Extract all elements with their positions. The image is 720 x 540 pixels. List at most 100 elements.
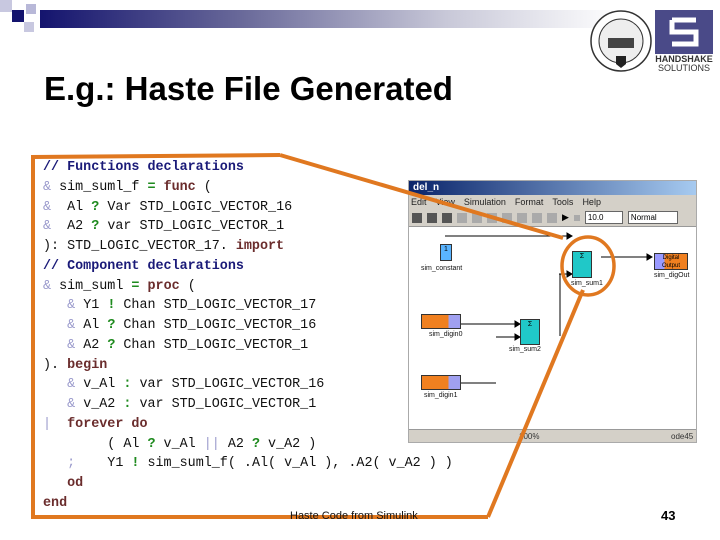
code-line: & v_A2 : var STD_LOGIC_VECTOR_1 bbox=[43, 395, 453, 415]
code-token: v_A2 bbox=[75, 397, 124, 412]
code-token: ? bbox=[147, 436, 156, 452]
svg-text:SOLUTIONS: SOLUTIONS bbox=[658, 63, 710, 73]
code-token bbox=[43, 397, 67, 412]
code-token: v_Al bbox=[155, 436, 204, 452]
code-line: & A2 ? Chan STD_LOGIC_VECTOR_1 bbox=[43, 336, 453, 356]
code-token bbox=[43, 377, 67, 392]
play-icon[interactable]: ▶ bbox=[562, 212, 569, 222]
code-token: sim_suml_f bbox=[51, 179, 148, 195]
menu-item[interactable]: Simulation bbox=[463, 197, 506, 207]
code-line: od bbox=[43, 474, 453, 494]
code-token: proc bbox=[147, 278, 180, 294]
sum1-label: sim_sum1 bbox=[571, 280, 603, 287]
build-icon[interactable] bbox=[547, 212, 557, 223]
code-token: = bbox=[147, 179, 156, 195]
code-token bbox=[43, 338, 67, 353]
code-token: Chan STD_LOGIC_VECTOR_17 bbox=[115, 298, 317, 314]
code-token: var STD_LOGIC_VECTOR_16 bbox=[131, 377, 325, 393]
code-token bbox=[51, 417, 67, 432]
code-line: & sim_suml = proc ( bbox=[43, 277, 453, 297]
code-line: ): STD_LOGIC_VECTOR_17. import bbox=[43, 237, 453, 257]
solver-status: ode45 bbox=[671, 432, 694, 441]
code-token: ). bbox=[43, 357, 68, 373]
svg-text:HANDSHAKE: HANDSHAKE bbox=[655, 54, 713, 64]
code-line: & A2 ? var STD_LOGIC_VECTOR_1 bbox=[43, 217, 453, 237]
code-token: Var STD_LOGIC_VECTOR_16 bbox=[99, 199, 293, 215]
code-token: Y1 bbox=[75, 456, 132, 472]
code-token: A2 bbox=[51, 219, 92, 235]
code-token: & bbox=[67, 298, 76, 314]
sum2-block[interactable]: Σ bbox=[520, 319, 540, 345]
code-line: & Al ? Chan STD_LOGIC_VECTOR_16 bbox=[43, 316, 453, 336]
code-token bbox=[43, 476, 67, 491]
code-token: & bbox=[43, 199, 52, 215]
code-token: ? bbox=[251, 436, 261, 452]
menu-item[interactable]: Help bbox=[582, 197, 601, 207]
code-token: Chan STD_LOGIC_VECTOR_1 bbox=[115, 337, 309, 353]
code-token: A2 bbox=[219, 436, 252, 452]
page-number: 43 bbox=[661, 508, 676, 523]
code-token: sim_suml bbox=[51, 278, 132, 294]
code-token: sim_suml_f( .Al( v_Al ), .A2( v_A2 ) ) bbox=[139, 456, 453, 472]
handshake-solutions-logo: HANDSHAKE SOLUTIONS bbox=[655, 10, 713, 73]
code-token: begin bbox=[67, 357, 108, 373]
code-token: & bbox=[43, 278, 52, 294]
menu-item[interactable]: Format bbox=[514, 197, 544, 207]
logos: HANDSHAKE SOLUTIONS bbox=[590, 10, 713, 73]
menu-item[interactable]: Tools bbox=[552, 197, 574, 207]
code-token: || bbox=[203, 436, 220, 452]
copy-icon[interactable] bbox=[472, 212, 482, 223]
haste-code-listing: // Functions declarations & sim_suml_f = … bbox=[43, 158, 453, 514]
code-token: & bbox=[43, 179, 52, 195]
code-token bbox=[139, 279, 147, 294]
code-token: import bbox=[235, 239, 285, 254]
code-token: ( bbox=[195, 179, 212, 195]
code-token: Al bbox=[51, 199, 92, 215]
code-line: // Component declarations bbox=[43, 257, 453, 277]
code-token: ; bbox=[67, 456, 76, 472]
up-icon[interactable] bbox=[532, 212, 542, 223]
code-token: Chan STD_LOGIC_VECTOR_16 bbox=[115, 318, 317, 333]
code-token: & bbox=[67, 397, 76, 412]
zoom-status: 100% bbox=[519, 432, 540, 441]
code-line: & Al ? Var STD_LOGIC_VECTOR_16 bbox=[43, 198, 453, 218]
code-line: // Functions declarations bbox=[43, 158, 453, 178]
mode-select[interactable]: Normal bbox=[627, 211, 678, 224]
code-token: ( Al bbox=[43, 436, 148, 452]
slide-title: E.g.: Haste File Generated bbox=[44, 70, 453, 107]
code-line: & v_Al : var STD_LOGIC_VECTOR_16 bbox=[43, 375, 453, 395]
university-seal-logo bbox=[590, 10, 652, 72]
sum1-block[interactable]: Σ bbox=[572, 251, 592, 278]
code-token: v_A2 ) bbox=[260, 436, 317, 452]
digout-block[interactable]: Digital Output bbox=[654, 253, 688, 270]
digout-label: sim_digOut bbox=[654, 272, 690, 279]
code-token: v_Al bbox=[75, 377, 124, 393]
code-line: ; Y1 ! sim_suml_f( .Al( v_Al ), .A2( v_A… bbox=[43, 454, 453, 474]
redo-icon[interactable] bbox=[517, 212, 527, 223]
decor-square bbox=[26, 4, 36, 14]
stop-icon[interactable] bbox=[573, 214, 580, 221]
code-token: var STD_LOGIC_VECTOR_1 bbox=[99, 219, 285, 235]
code-token: A2 bbox=[75, 337, 108, 353]
code-token: | bbox=[43, 416, 52, 432]
code-token: Y1 bbox=[75, 298, 108, 314]
decor-square bbox=[24, 22, 34, 32]
stop-time-input[interactable]: 10.0 bbox=[584, 211, 623, 224]
code-token: // Functions declarations bbox=[43, 160, 244, 175]
code-token bbox=[43, 298, 67, 313]
code-token: ( bbox=[179, 278, 196, 294]
code-line: & sim_suml_f = func ( bbox=[43, 178, 453, 198]
paste-icon[interactable] bbox=[487, 212, 497, 223]
code-token bbox=[43, 456, 67, 471]
code-token: forever do bbox=[67, 416, 148, 432]
code-token: var STD_LOGIC_VECTOR_1 bbox=[131, 397, 317, 412]
code-token: & bbox=[67, 337, 76, 353]
header-gradient-bar bbox=[40, 10, 620, 28]
code-token: & bbox=[67, 377, 76, 393]
undo-icon[interactable] bbox=[502, 212, 512, 223]
code-token: func bbox=[163, 179, 196, 195]
code-token: ): STD_LOGIC_VECTOR_17. bbox=[43, 239, 236, 254]
cut-icon[interactable] bbox=[457, 212, 467, 223]
code-token: end bbox=[43, 495, 68, 511]
decor-square bbox=[12, 10, 24, 22]
